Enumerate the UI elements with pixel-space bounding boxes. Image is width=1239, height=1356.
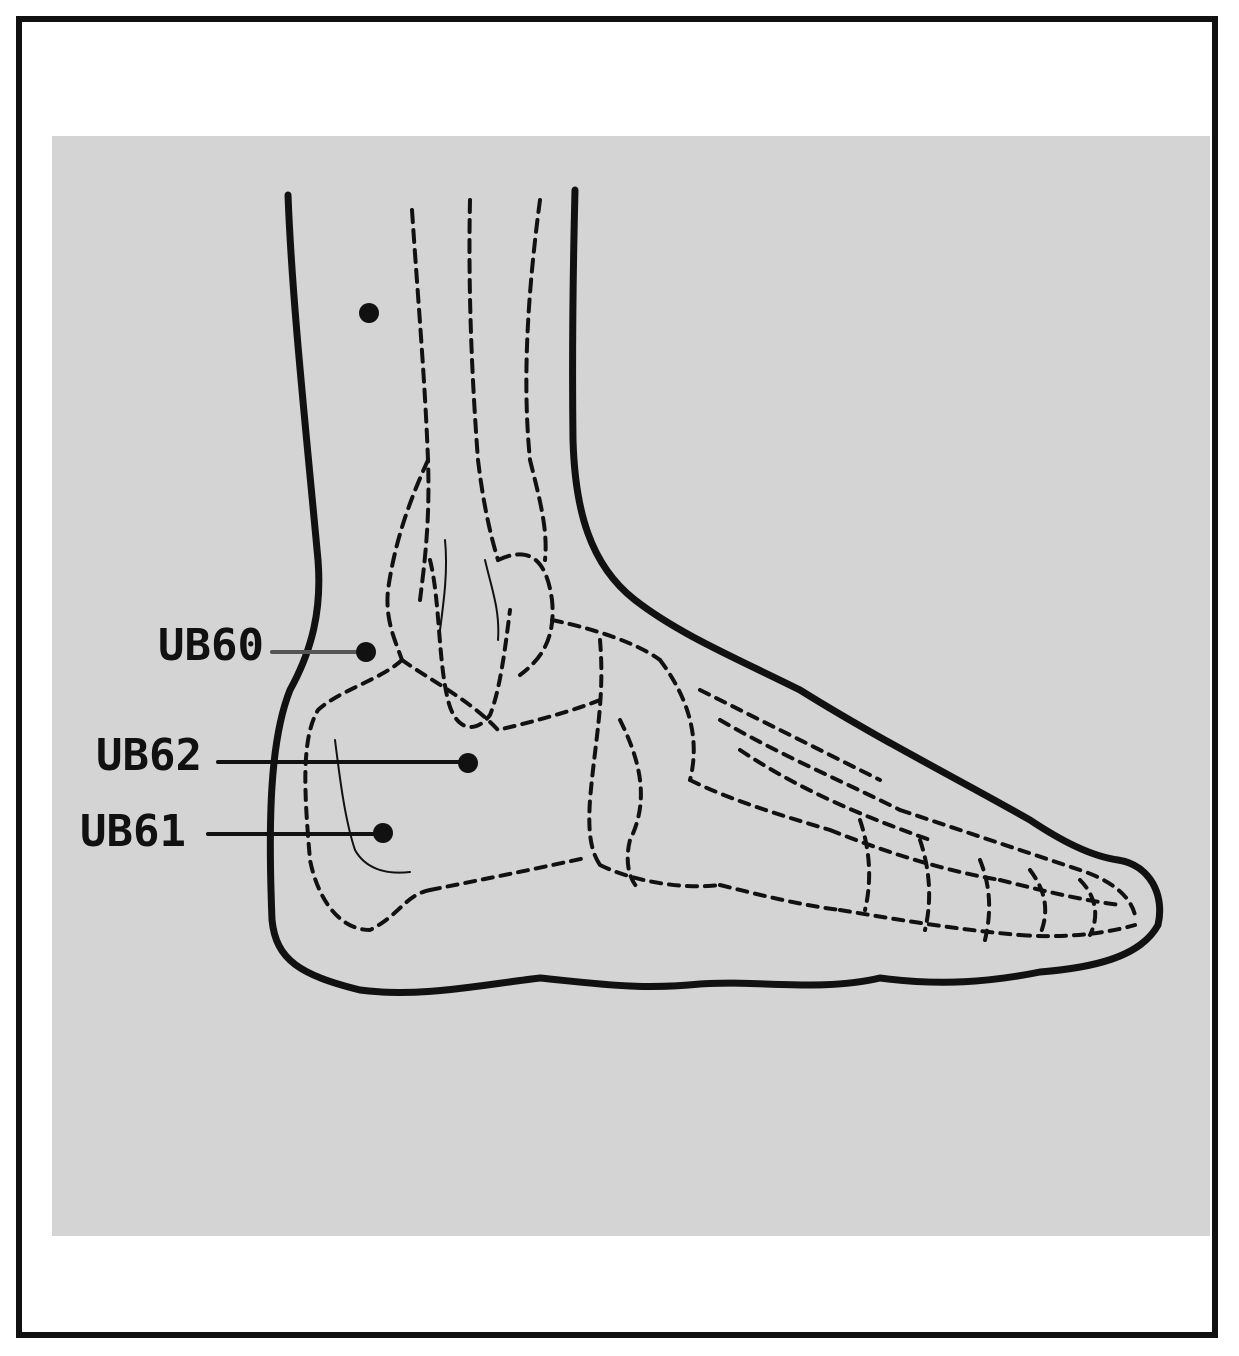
point-unlabeled-marker <box>359 303 379 323</box>
point-ub62-label: UB62 <box>96 730 202 781</box>
point-ub61-marker <box>373 823 393 843</box>
point-ub60-label: UB60 <box>158 620 264 671</box>
leg-bones <box>387 200 552 675</box>
point-ub61-label: UB61 <box>80 806 186 857</box>
tarsal-bones <box>305 560 1135 940</box>
heel-contours <box>335 540 498 873</box>
point-ub60-marker <box>356 642 376 662</box>
point-ub62-marker <box>458 753 478 773</box>
